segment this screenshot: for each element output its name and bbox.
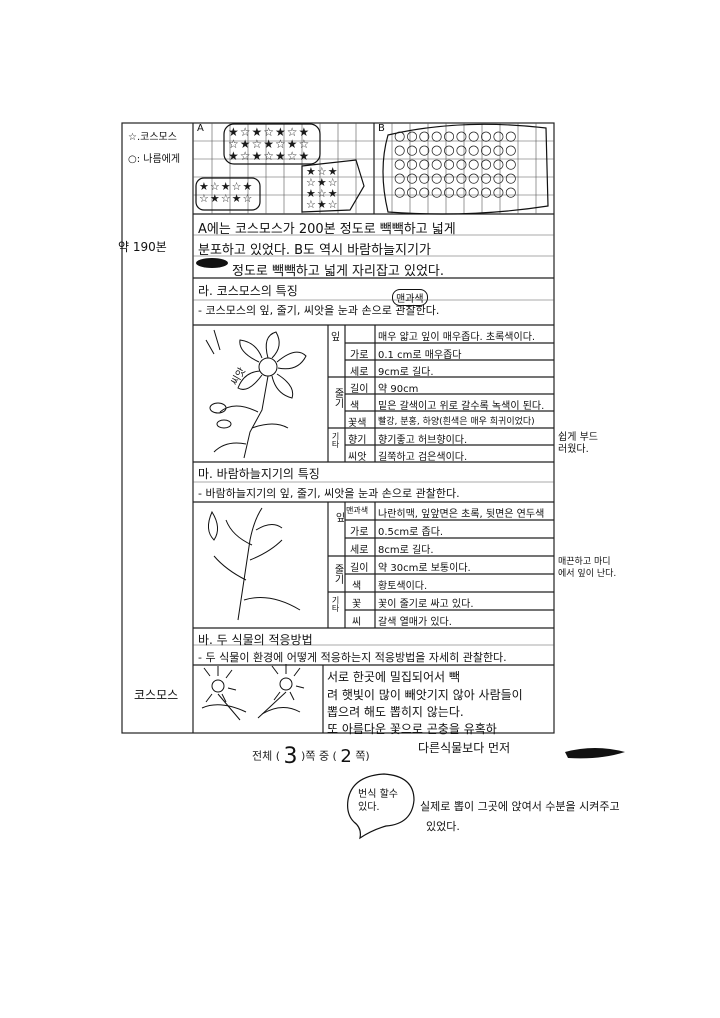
ma-row-key: 색 xyxy=(352,581,362,592)
ra-row-key: 길이 xyxy=(350,384,369,395)
ba-line: 다른식물보다 먼저 xyxy=(418,741,511,755)
section-ra-side-note: 쉽게 부드러웠다. xyxy=(558,432,598,455)
cosmos-drawing xyxy=(205,329,307,459)
cosmos-flowers-drawing xyxy=(201,664,305,721)
ra-row-key: 씨앗 xyxy=(348,452,367,463)
ma-row-value: 0.5cm로 좁다. xyxy=(378,527,444,538)
margin-note: 약 190본 xyxy=(118,240,167,254)
page-counter: 전체 ( 3 )쪽 중 ( 2 쪽) xyxy=(252,744,370,769)
ra-row-key: 향기 xyxy=(348,435,367,446)
page-total-value: 3 xyxy=(283,744,298,769)
section-ma-side-note: 매끈하고 마디에서 잎이 난다. xyxy=(558,557,617,579)
ma-row-value: 나란히맥, 잎앞면은 초록, 뒷면은 연두색 xyxy=(378,509,545,520)
section-ba-title: 바. 두 식물의 적응방법 xyxy=(198,633,313,647)
star-icons-a1: ★☆★☆★☆★☆★☆★☆★☆★☆★☆★☆★ xyxy=(228,125,311,163)
section-ma-subtitle: - 바람하늘지기의 잎, 줄기, 씨앗을 눈과 손으로 관찰한다. xyxy=(198,487,460,500)
ma-row-key: 씨 xyxy=(352,617,362,628)
speech-bubble xyxy=(347,773,415,840)
ra-row-key: 가로 xyxy=(350,350,369,361)
ra-row-value: 0.1 cm로 매우좁다 xyxy=(378,350,462,361)
circle-icons-b: ○○○○○○○○○○○○○○○○○○○○○○○○○○○○○○○○○○○○○○○○… xyxy=(394,129,518,200)
star-icons-a2: ★☆★☆★☆★☆★☆ xyxy=(199,180,254,205)
ma-row-value: 갈색 열매가 있다. xyxy=(378,617,452,628)
ra-row-key: 색 xyxy=(350,401,360,412)
ra-row-value: 밑은 갈색이고 위로 갈수록 녹색이 된다. xyxy=(378,401,545,412)
ba-line: 뽑으려 해도 뽑히지 않는다. xyxy=(327,705,464,719)
ma-row-value: 8cm로 길다. xyxy=(378,545,434,556)
grass-drawing xyxy=(208,507,301,621)
page-counter-suffix: 쪽) xyxy=(355,749,370,763)
paragraph-line-3: 정도로 빽빽하고 넓게 자리잡고 있었다. xyxy=(232,264,445,279)
ra-row-value: 빨강, 분홍, 하양(흰색은 매우 희귀이었다) xyxy=(378,417,535,427)
section-ra-tag: 맨과색 xyxy=(392,289,428,306)
grid-label-a: A xyxy=(197,123,204,134)
ma-row-key: 길이 xyxy=(350,563,369,574)
bottom-note-line-2: 있었다. xyxy=(426,820,460,833)
ba-line: 려 햇빛이 많이 빼앗기지 않아 사람들이 xyxy=(327,688,523,702)
page-counter-mid: )쪽 중 ( xyxy=(301,749,337,763)
ma-row-key: 맨과색 xyxy=(346,506,369,515)
ra-group-leaf: 잎 xyxy=(331,332,341,343)
ma-group-etc: 기타 xyxy=(331,596,340,612)
ma-group-stem: 줄기 xyxy=(332,564,343,584)
circle-cluster-b xyxy=(382,123,549,215)
ra-row-value: 길쭉하고 검은색이다. xyxy=(378,452,468,463)
ra-row-value: 매우 얇고 잎이 매우좁다. 초록색이다. xyxy=(378,332,536,343)
legend-star: ☆.코스모스 xyxy=(128,132,177,143)
star-icons-a3: ★☆★☆★☆★☆★☆★☆ xyxy=(306,165,339,211)
section-ra-subtitle: - 코스모스의 잎, 줄기, 씨앗을 눈과 손으로 관찰한다. xyxy=(198,304,440,317)
ma-row-value: 황토색이다. xyxy=(378,581,428,592)
ma-row-value: 꽃이 줄기로 싸고 있다. xyxy=(378,599,474,610)
section-ba-subtitle: - 두 식물이 환경에 어떻게 적응하는지 적응방법을 자세히 관찰한다. xyxy=(198,651,507,664)
page-counter-prefix: 전체 ( xyxy=(252,749,281,763)
ba-line: 서로 한곳에 밀집되어서 빽 xyxy=(327,670,460,684)
ink-scribble-footer xyxy=(565,748,625,759)
page-current-value: 2 xyxy=(340,746,352,767)
ma-row-key: 세로 xyxy=(350,545,369,556)
ra-row-value: 향기좋고 허브향이다. xyxy=(378,435,468,446)
ink-scribble xyxy=(196,258,228,268)
ma-group-leaf: 잎 xyxy=(333,512,344,522)
ra-group-etc: 기타 xyxy=(331,432,340,448)
section-ba-plant-label: 코스모스 xyxy=(134,688,179,702)
ba-line: 또 아름다운 꽃으로 곤충을 유혹하 xyxy=(327,722,497,736)
legend-circle: ○: 나름에게 xyxy=(128,154,181,165)
ra-row-value: 9cm로 길다. xyxy=(378,367,434,378)
ra-row-key: 세로 xyxy=(350,367,369,378)
bubble-note: 번식 할수 있다. xyxy=(358,789,398,813)
ma-row-key: 꽃 xyxy=(352,599,362,610)
ra-row-key: 꽃색 xyxy=(348,418,367,429)
section-ma-title: 마. 바람하늘지기의 특징 xyxy=(198,467,320,481)
grid-label-b: B xyxy=(378,123,385,134)
ma-row-key: 가로 xyxy=(350,527,369,538)
ma-row-value: 약 30cm로 보통이다. xyxy=(378,563,471,574)
ra-row-value: 약 90cm xyxy=(378,384,419,395)
section-ra-title: 라. 코스모스의 특징 xyxy=(198,284,298,298)
bottom-note-line-1: 실제로 뽑이 그곳에 앉여서 수분을 시켜주고 xyxy=(420,800,620,813)
star-cluster-a2 xyxy=(195,159,365,213)
ra-group-stem: 줄기 xyxy=(332,388,343,408)
star-cluster-a1 xyxy=(223,123,321,165)
paragraph-line-2: 분포하고 있었다. B도 역시 바람하늘지기가 xyxy=(198,243,431,258)
paragraph-line-1: A에는 코스모스가 200본 정도로 빽빽하고 넓게 xyxy=(198,222,456,237)
